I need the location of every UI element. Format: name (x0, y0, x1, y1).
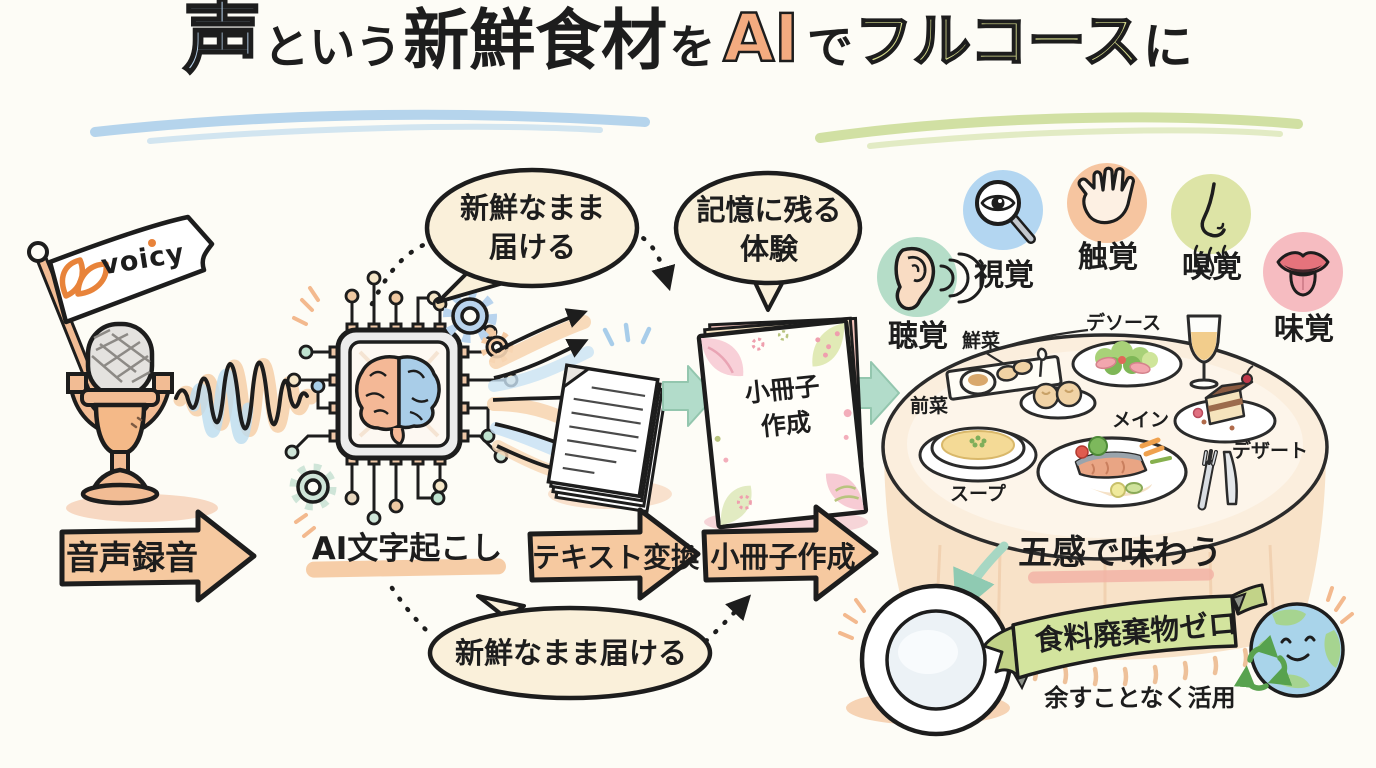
sound-wave-icon (173, 358, 318, 444)
arrow-text-conversion (527, 507, 701, 601)
title-ni: に (1142, 18, 1193, 76)
fork-knife-icon (1197, 449, 1238, 511)
microphone-icon (66, 321, 218, 522)
voicy-logo-icon (59, 239, 156, 299)
title-de: で (806, 20, 853, 74)
sense-label-touch: 触覚 (1078, 240, 1138, 275)
dish-label-soup: スープ (950, 483, 1006, 505)
step-voice-recording: 音声録音 (66, 538, 198, 577)
sense-sight (963, 170, 1043, 250)
salad-plate (1071, 340, 1183, 388)
sense-label-taste: 味覚 (1274, 312, 1334, 347)
title-fresh: 新鮮食材 (403, 2, 668, 79)
brain-icon (355, 355, 441, 446)
caption-underline (1028, 568, 1214, 584)
empty-plate-icon (838, 583, 1013, 737)
bubble-fresh-top-line1: 新鮮なまま (459, 191, 605, 225)
arrow-booklet-creation (701, 504, 879, 602)
dotted-arrow-bubble-to-booklet-step (703, 594, 752, 644)
dish-label-fresh: 鮮菜 (962, 330, 1001, 352)
bubble-fresh-top-line2: 届ける (488, 229, 576, 264)
speech-bubble-fresh-top (424, 167, 640, 304)
step-ai-transcription: AI文字起こし (311, 531, 503, 567)
step-booklet-creation: 小冊子作成 (710, 540, 856, 574)
step-text-conversion: テキスト変換 (532, 541, 700, 574)
speech-bubble-fresh-bottom (427, 594, 713, 701)
title-voice: 声 (182, 0, 263, 84)
sense-hearing (877, 237, 985, 317)
wine-glass-icon (1186, 314, 1222, 390)
gear-blue-icon (443, 289, 497, 343)
dotted-arrow-transcription-to-bubble (389, 585, 431, 635)
recycle-icon (1233, 634, 1293, 691)
dotted-arrow-bubble-to-documents (629, 229, 676, 292)
dotted-arrow-chip-to-bubble (369, 239, 433, 307)
teal-arrow-documents-to-booklet (662, 365, 716, 427)
zero-waste-caption: 余すことなく活用 (1044, 684, 1236, 712)
main-plate (1036, 436, 1188, 508)
sense-label-smell: 嗅覚 (1182, 250, 1242, 285)
dish-label-main: メイン (1112, 409, 1170, 431)
ear-icon (894, 246, 985, 311)
sense-smell (1171, 174, 1251, 277)
bubble-fresh-bottom-text: 新鮮なまま届ける (454, 636, 687, 670)
bread-plate (1019, 380, 1097, 420)
dish-label-sauce: デソース (1086, 312, 1162, 334)
title-toiu: という (263, 20, 402, 74)
table-caption: 五感で味わう (1018, 533, 1222, 573)
title-underline-green (815, 112, 1303, 149)
bubble-memorable-line2: 体験 (739, 231, 798, 266)
arrow-voice-recording (59, 509, 257, 603)
bubble-fresh-top-text: 新鮮なまま 届ける (430, 191, 635, 265)
tongue-icon (1276, 251, 1330, 297)
flag-shape (47, 214, 215, 325)
zero-waste-banner (982, 583, 1268, 691)
dessert-plate (1173, 365, 1277, 444)
title-ai: AI (722, 0, 800, 77)
page-title: 声 という 新鮮食材 を AI で フルコース に (0, 0, 1376, 84)
gear-green-icon (289, 463, 337, 511)
sense-taste (1263, 232, 1343, 312)
title-wo: を (669, 20, 716, 74)
title-full-course: フルコース (854, 7, 1142, 75)
highlight-ai-transcription (306, 558, 506, 578)
dish-label-dessert: デザート (1232, 440, 1309, 462)
ai-chip-icon (284, 270, 519, 538)
documents-stack-icon (546, 322, 672, 514)
sense-label-hearing: 聴覚 (888, 319, 948, 354)
chip-trace-dots (284, 270, 519, 526)
hand-icon (1077, 166, 1135, 225)
booklet-cover-text: 小冊子 作成 (733, 367, 836, 447)
mic-body (93, 402, 147, 457)
magnifier-eye-icon (975, 180, 1036, 244)
sense-label-sight: 視覚 (974, 258, 1034, 293)
title-underline-blue (90, 109, 650, 144)
bubble-memorable-line1: 記憶に残る (696, 193, 842, 227)
dish-label-appetizer: 前菜 (910, 395, 949, 417)
sense-touch (1067, 163, 1147, 243)
voicy-flag (27, 214, 215, 398)
speech-bubble-memorable (673, 170, 863, 312)
flow-arrows-chip-to-documents (487, 308, 600, 483)
soup-plate (918, 426, 1038, 483)
bubble-memorable-text: 記憶に残る 体験 (680, 193, 858, 267)
nose-icon (1193, 182, 1229, 277)
